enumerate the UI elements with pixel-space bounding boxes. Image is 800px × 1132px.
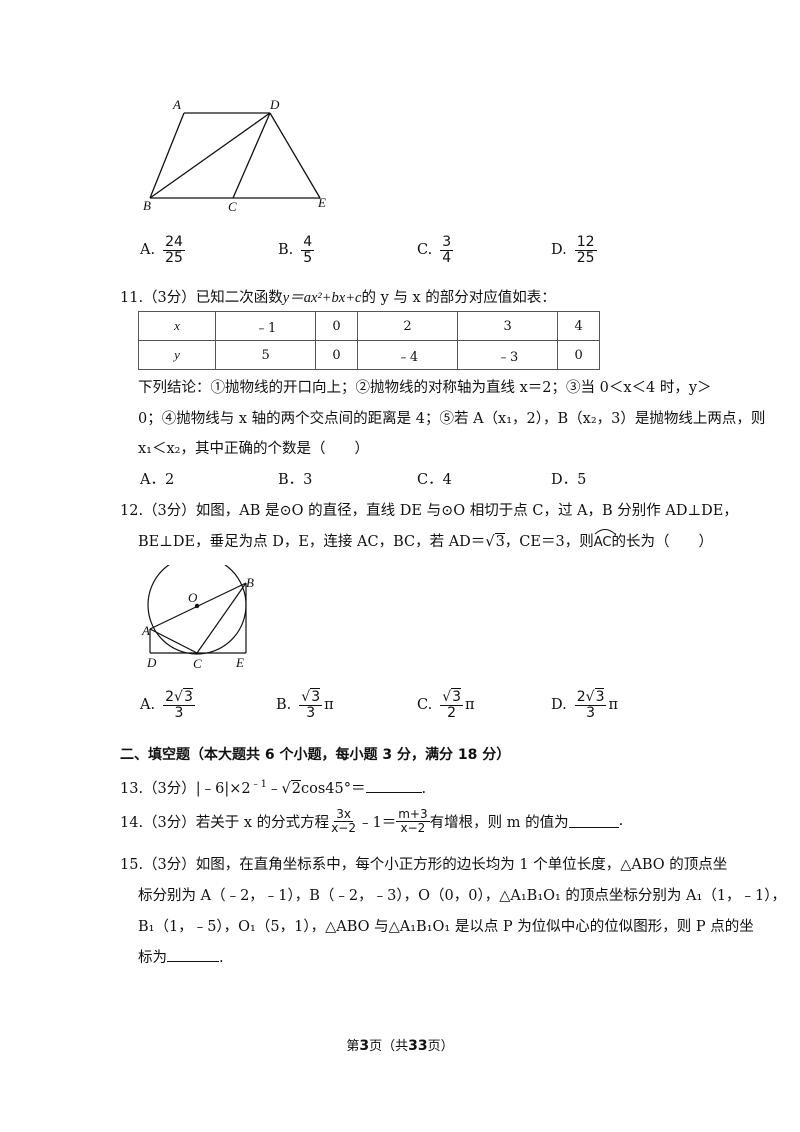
q11-option-d: D．5 xyxy=(551,472,587,488)
table-cell: 5 xyxy=(214,340,317,370)
arc-ac: AC xyxy=(594,529,616,550)
circle-o xyxy=(147,565,247,655)
q11-line1: 下列结论：①抛物线的开口向上；②抛物线的对称轴为直线 x＝2；③当 0＜x＜4 … xyxy=(138,380,712,396)
segment-bd xyxy=(149,112,271,199)
q11-table: x ﹣1 0 2 3 4 y 5 0 ﹣4 ﹣3 0 xyxy=(138,311,600,370)
q11-option-c: C．4 xyxy=(417,472,452,488)
table-cell: 3 xyxy=(457,311,559,341)
q15-line2: 标分别为 A（﹣2，﹣1），B（﹣2，﹣3），O（0，0），△A₁B₁O₁ 的顶… xyxy=(138,888,787,904)
table-cell: 0 xyxy=(557,340,600,370)
segment-ac xyxy=(149,628,198,654)
section-heading: 二、填空题（本大题共 6 个小题，每小题 3 分，满分 18 分） xyxy=(120,747,511,763)
label-b: B xyxy=(246,575,254,590)
segment-de xyxy=(269,112,321,199)
label-d: D xyxy=(147,655,157,670)
q12-line1: 12.（3分）如图，AB 是⊙O 的直径，直线 DE 与⊙O 相切于点 C，过 … xyxy=(120,503,738,519)
table-cell: 0 xyxy=(315,340,358,370)
q15-line3: B₁（1，﹣5），O₁（5，1），△ABO 与△A₁B₁O₁ 是以点 P 为位似… xyxy=(138,919,754,935)
label-e: E xyxy=(318,195,326,210)
q11-option-a: A．2 xyxy=(140,472,175,488)
label-a: A xyxy=(173,97,181,112)
table-cell: ﹣1 xyxy=(214,311,317,341)
table-row-y: y 5 0 ﹣4 ﹣3 0 xyxy=(138,340,600,370)
q15-line4: 标为. xyxy=(138,949,224,966)
answer-blank[interactable] xyxy=(568,815,619,828)
q11-option-b: B．3 xyxy=(278,472,313,488)
label-e: E xyxy=(236,655,244,670)
center-dot xyxy=(194,603,200,609)
q13: 13.（3分）|﹣6|×2﹣1﹣√2cos45°＝. xyxy=(120,779,427,797)
q11-line3: x₁＜x₂，其中正确的个数是（ ） xyxy=(138,441,369,457)
table-cell: ﹣3 xyxy=(457,340,559,370)
segment-bc xyxy=(196,582,247,654)
segment-dc xyxy=(232,112,271,199)
label-c: C xyxy=(193,656,202,671)
table-cell: 0 xyxy=(315,311,358,341)
table-cell: 2 xyxy=(356,311,459,341)
q15-line1: 15.（3分）如图，在直角坐标系中，每个小正方形的边长均为 1 个单位长度，△A… xyxy=(120,857,728,873)
page-footer: 第3页（共33页） xyxy=(346,1038,454,1054)
table-cell: ﹣4 xyxy=(356,340,459,370)
q12-line2: BE⊥DE，垂足为点 D，E，连接 AC，BC，若 AD＝√3，CE＝3，则 A… xyxy=(138,529,713,551)
label-d: D xyxy=(270,97,280,112)
q11-stem: 11.（3分）已知二次函数y＝ax²+bx+c的 y 与 x 的部分对应值如表： xyxy=(120,290,556,306)
label-c: C xyxy=(228,199,237,214)
table-header-x: x xyxy=(138,311,216,341)
q11-line2: 0；④抛物线与 x 轴的两个交点间的距离是 4；⑤若 A（x₁，2），B（x₂，… xyxy=(138,411,766,427)
answer-blank[interactable] xyxy=(365,780,422,793)
table-cell: 4 xyxy=(557,311,600,341)
answer-blank[interactable] xyxy=(167,949,219,962)
trapezoid-figure xyxy=(149,112,321,199)
label-o: O xyxy=(188,590,198,605)
table-row-x: x ﹣1 0 2 3 4 xyxy=(138,311,600,341)
label-b: B xyxy=(143,198,151,213)
segment-ab xyxy=(149,112,185,199)
circle-tangent-figure xyxy=(147,565,247,655)
table-header-y: y xyxy=(138,340,216,370)
label-a: A xyxy=(142,623,150,638)
